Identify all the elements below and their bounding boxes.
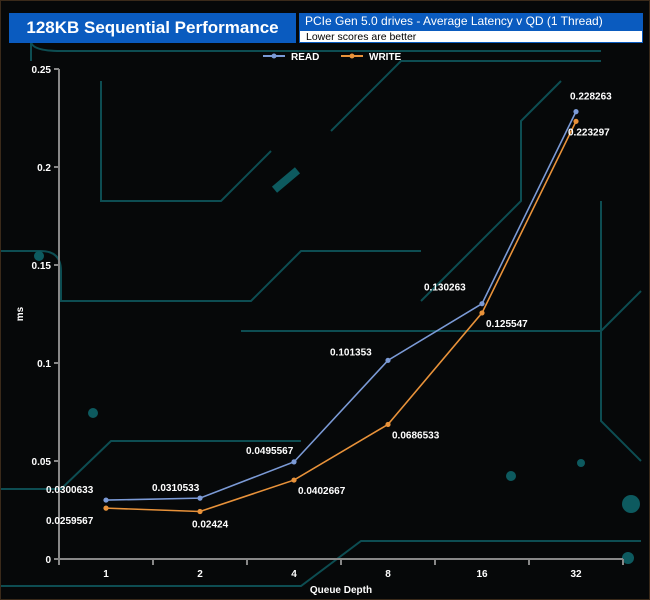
data-point-write	[573, 118, 579, 124]
data-point-read	[291, 459, 297, 465]
data-label-write: 0.0402667	[298, 486, 346, 497]
x-axis-label: Queue Depth	[310, 585, 372, 596]
data-point-read	[103, 497, 109, 503]
y-tick-label: 0.2	[37, 163, 51, 174]
series-line-read	[105, 111, 577, 501]
data-label-write: 0.0259567	[46, 516, 94, 527]
data-label-write: 0.0686533	[392, 430, 440, 441]
data-point-read	[197, 495, 203, 501]
data-label-read: 0.228263	[570, 92, 612, 103]
data-label-read: 0.130263	[424, 283, 466, 294]
y-tick-label: 0.25	[32, 65, 52, 76]
data-point-write	[197, 508, 203, 515]
data-point-read	[385, 357, 391, 363]
data-point-write	[291, 477, 297, 483]
data-label-read: 0.0495567	[246, 446, 294, 457]
x-tick-label: 32	[570, 569, 582, 580]
x-tick-label: 16	[476, 569, 488, 580]
data-label-read: 0.0300633	[46, 485, 94, 496]
y-tick-label: 0.05	[32, 457, 52, 468]
x-tick-label: 8	[385, 569, 391, 580]
data-label-read: 0.0310533	[152, 483, 200, 494]
data-label-write: 0.02424	[192, 519, 229, 530]
data-point-read	[573, 109, 579, 115]
data-label-write: 0.223297	[568, 127, 610, 138]
chart-title: 128KB Sequential Performance	[9, 13, 296, 43]
y-axis-label: ms	[15, 306, 26, 321]
legend-marker-write	[349, 53, 355, 59]
legend-label-read: READ	[291, 52, 319, 63]
chart-subtitle: PCIe Gen 5.0 drives - Average Latency v …	[299, 13, 643, 30]
x-tick-label: 2	[197, 569, 203, 580]
legend-label-write: WRITE	[369, 52, 402, 63]
data-point-write	[479, 310, 485, 316]
series-line-write	[105, 120, 577, 513]
y-tick-label: 0.15	[32, 261, 52, 272]
x-tick-label: 1	[103, 569, 109, 580]
y-tick-label: 0.1	[37, 359, 51, 370]
chart-note: Lower scores are better	[299, 30, 643, 43]
legend-marker-read	[271, 53, 277, 59]
x-tick-label: 4	[291, 569, 297, 580]
data-point-write	[103, 505, 109, 511]
data-point-read	[479, 301, 485, 307]
data-point-write	[385, 421, 391, 428]
y-tick-label: 0	[45, 555, 51, 566]
data-label-read: 0.101353	[330, 347, 372, 358]
data-label-write: 0.125547	[486, 319, 528, 330]
